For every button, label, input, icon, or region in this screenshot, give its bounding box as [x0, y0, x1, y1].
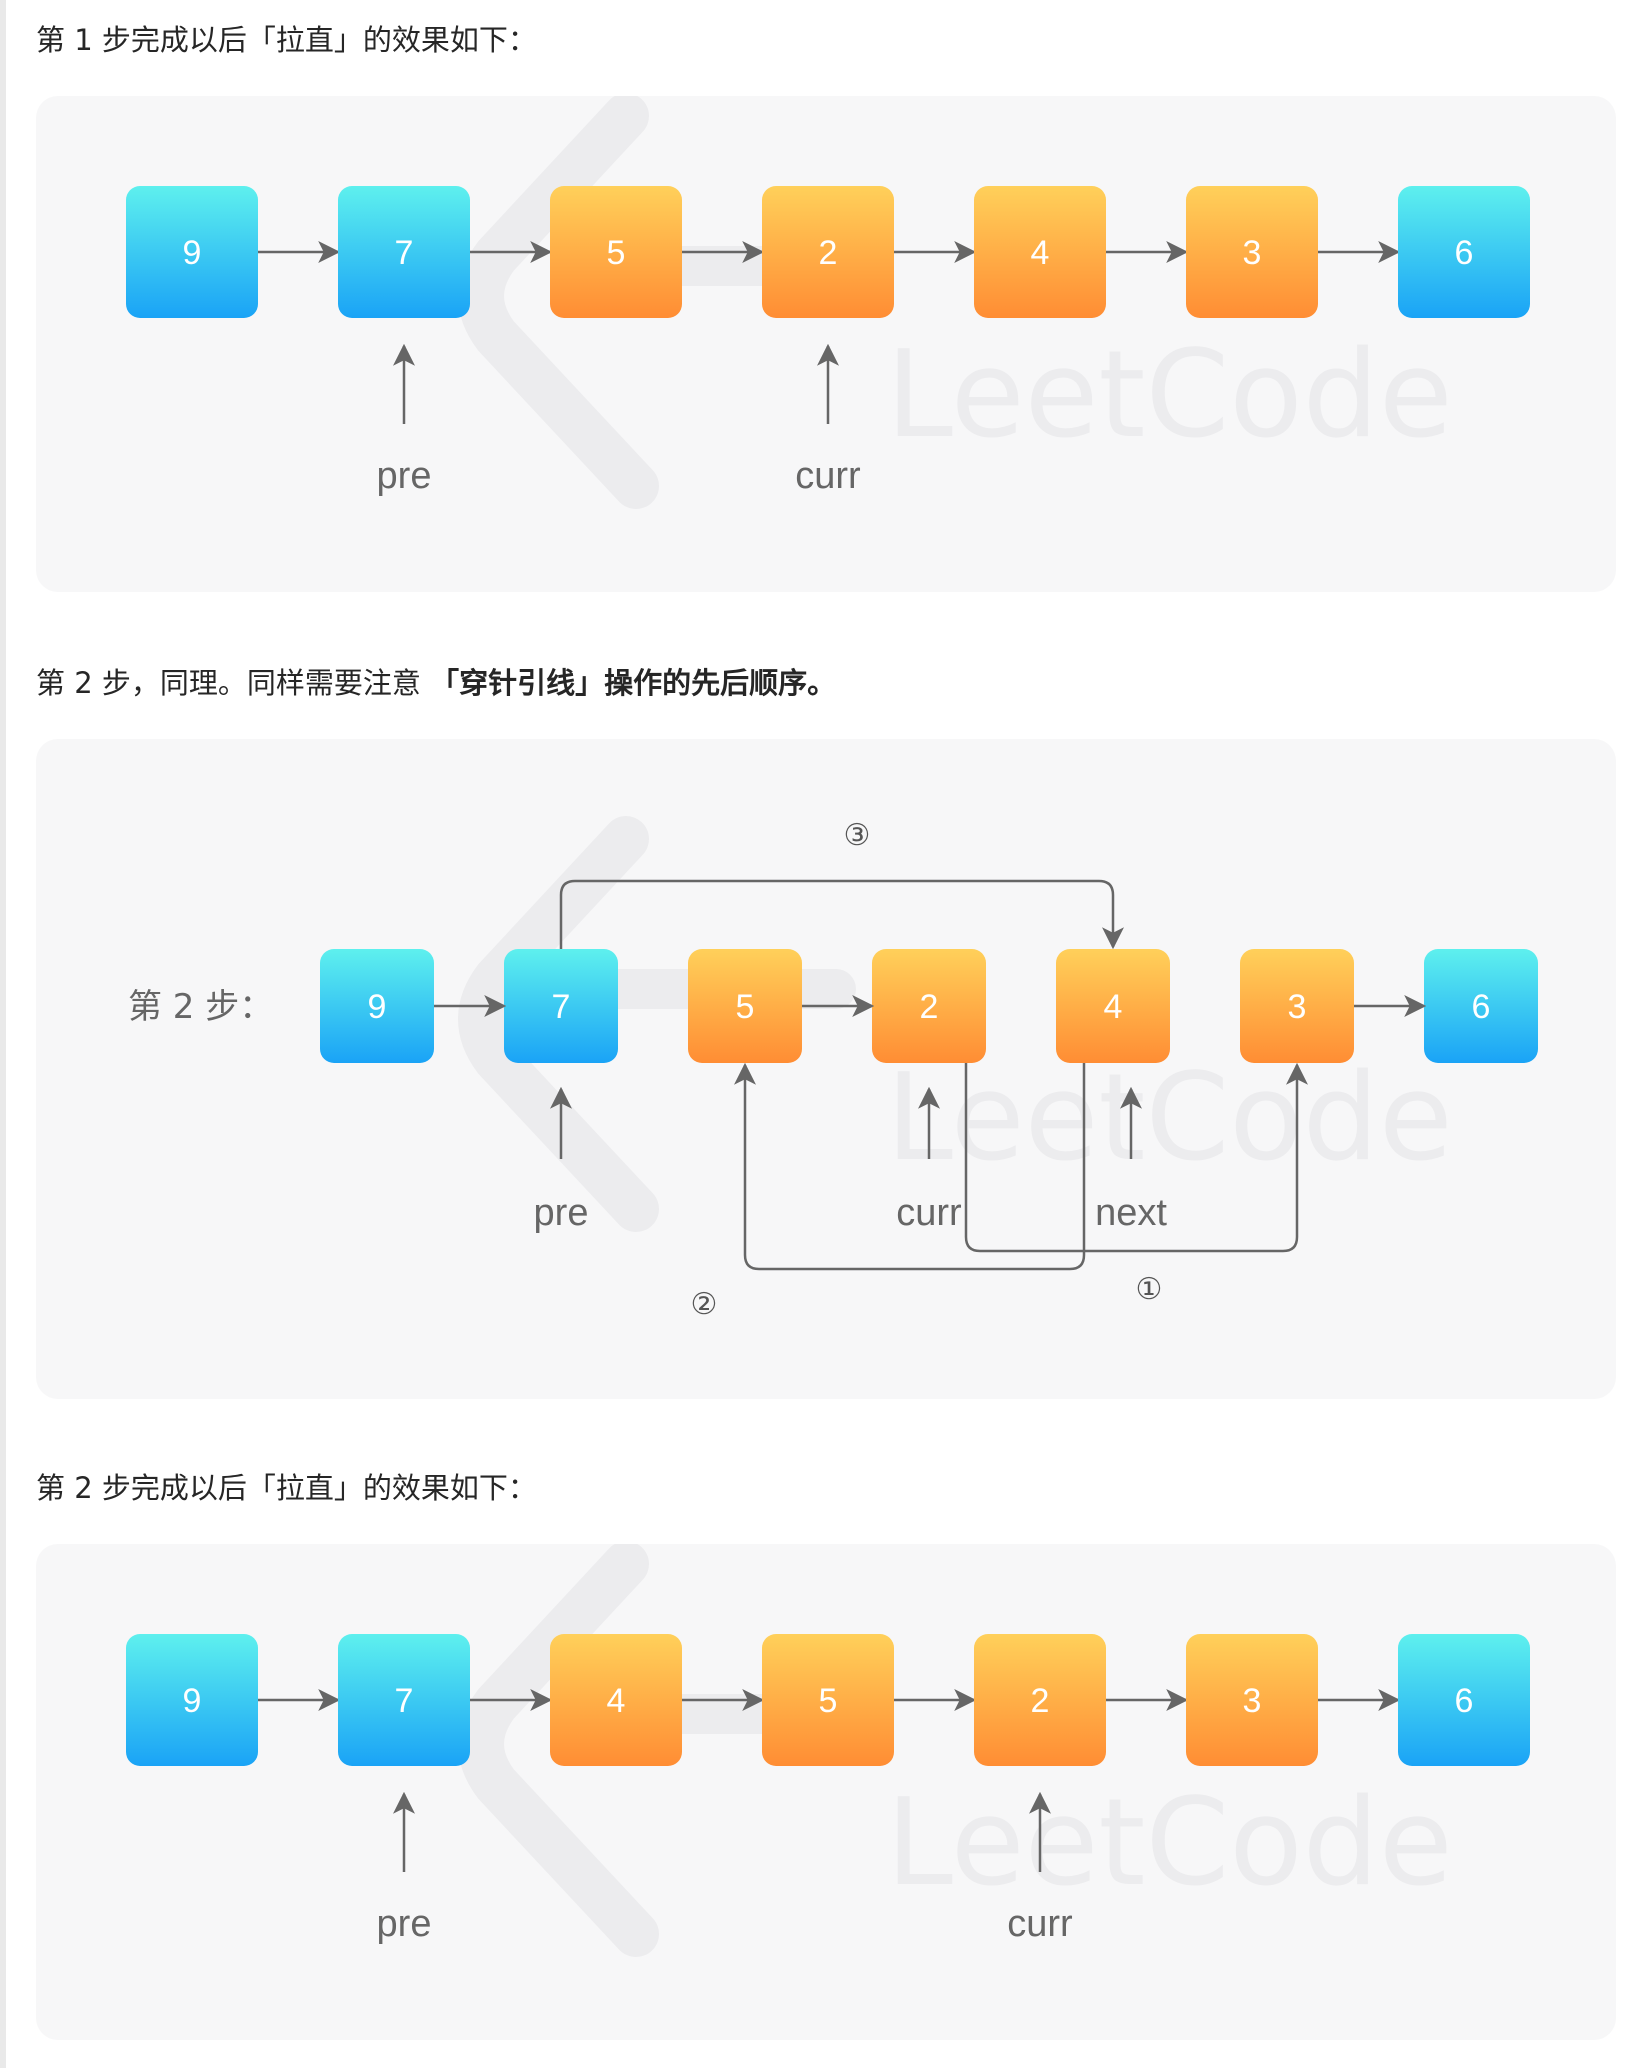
list-node-4: 4 — [550, 1634, 682, 1766]
node-box — [550, 1634, 682, 1766]
watermark-text: LeetCode — [886, 1049, 1453, 1188]
link-arrow-step2 — [734, 1062, 1086, 1271]
list-node-4: 4 — [974, 186, 1106, 318]
node-value: 2 — [1031, 1682, 1050, 1720]
node-value: 6 — [1455, 1682, 1474, 1720]
node-value: 3 — [1288, 988, 1307, 1026]
list-node-3: 3 — [1186, 186, 1318, 318]
node-value: 3 — [1243, 234, 1262, 272]
linked-list-diagram-step2: LeetCode 第 2 步： 9 7 5 2 4 3 6 ③ ② ① pre curr next — [128, 816, 1538, 1322]
pointer-label-curr: curr — [1007, 1903, 1073, 1945]
node-value: 4 — [607, 1682, 626, 1720]
node-value: 7 — [552, 988, 571, 1026]
node-box — [1186, 186, 1318, 318]
list-node-7: 7 — [338, 1634, 470, 1766]
list-node-3: 3 — [1186, 1634, 1318, 1766]
node-box — [1056, 949, 1170, 1063]
node-box — [320, 949, 434, 1063]
list-node-9: 9 — [320, 949, 434, 1063]
list-node-3: 3 — [1240, 949, 1354, 1063]
node-box — [688, 949, 802, 1063]
node-value: 6 — [1472, 988, 1491, 1026]
step-number-2: ② — [691, 1287, 718, 1322]
step-number-1: ① — [1136, 1272, 1163, 1307]
list-node-9: 9 — [126, 1634, 258, 1766]
link-arrow-step1 — [964, 1062, 1308, 1253]
pointer-label-curr: curr — [896, 1192, 962, 1234]
list-node-5: 5 — [762, 1634, 894, 1766]
list-node-2: 2 — [872, 949, 986, 1063]
list-node-5: 5 — [688, 949, 802, 1063]
watermark-text: LeetCode — [886, 326, 1453, 465]
list-node-7: 7 — [338, 186, 470, 318]
node-value: 3 — [1243, 1682, 1262, 1720]
node-box — [550, 186, 682, 318]
node-box — [762, 186, 894, 318]
list-node-4: 4 — [1056, 949, 1170, 1063]
node-box — [1398, 186, 1530, 318]
node-box — [762, 1634, 894, 1766]
list-node-2: 2 — [762, 186, 894, 318]
caption-step2-bold-text: 「穿针引线」操作的先后顺序。 — [430, 666, 837, 700]
linked-list-diagram-step1: LeetCode 9 7 5 2 4 3 6 pre curr — [126, 96, 1530, 509]
node-box — [1240, 949, 1354, 1063]
node-box — [1398, 1634, 1530, 1766]
node-value: 2 — [819, 234, 838, 272]
node-value: 9 — [368, 988, 387, 1026]
node-box — [338, 1634, 470, 1766]
pointer-label-pre: pre — [377, 1903, 432, 1945]
node-box — [504, 949, 618, 1063]
node-value: 9 — [183, 1682, 202, 1720]
node-value: 4 — [1104, 988, 1123, 1026]
node-value: 5 — [607, 234, 626, 272]
caption-step2-intro: 第 2 步，同理。同样需要注意 「穿针引线」操作的先后顺序。 — [36, 663, 836, 703]
node-value: 7 — [395, 234, 414, 272]
caption-step2-intro-text: 第 2 步，同理。同样需要注意 — [36, 666, 431, 700]
diagram-panel-step2: LeetCode 第 2 步： 9 7 5 2 4 3 6 ③ ② ① pre curr next — [36, 739, 1616, 1399]
node-value: 6 — [1455, 234, 1474, 272]
list-node-2: 2 — [974, 1634, 1106, 1766]
pointer-label-curr: curr — [795, 455, 861, 497]
node-box — [974, 1634, 1106, 1766]
caption-step1-after: 第 1 步完成以后「拉直」的效果如下： — [36, 23, 537, 57]
node-box — [974, 186, 1106, 318]
list-node-7: 7 — [504, 949, 618, 1063]
diagram-panel-step3: LeetCode 9 7 4 5 2 3 6 pre curr — [36, 1544, 1616, 2040]
node-box — [872, 949, 986, 1063]
node-box — [1186, 1634, 1318, 1766]
node-box — [1424, 949, 1538, 1063]
node-value: 5 — [736, 988, 755, 1026]
pointer-label-next: next — [1095, 1192, 1167, 1234]
list-node-6: 6 — [1424, 949, 1538, 1063]
list-node-5: 5 — [550, 186, 682, 318]
step-label: 第 2 步： — [128, 987, 273, 1027]
node-value: 4 — [1031, 234, 1050, 272]
node-value: 5 — [819, 1682, 838, 1720]
linked-list-diagram-step3: LeetCode 9 7 4 5 2 3 6 pre curr — [126, 1544, 1530, 1957]
node-value: 2 — [920, 988, 939, 1026]
left-border — [0, 0, 6, 2068]
link-arrow-step3 — [559, 879, 1124, 950]
node-value: 7 — [395, 1682, 414, 1720]
list-node-6: 6 — [1398, 186, 1530, 318]
diagram-panel-step1: LeetCode 9 7 5 2 4 3 6 pre curr — [36, 96, 1616, 592]
caption-step2-after: 第 2 步完成以后「拉直」的效果如下： — [36, 1471, 537, 1505]
step-number-3: ③ — [844, 818, 871, 853]
watermark-text: LeetCode — [886, 1774, 1453, 1913]
node-box — [126, 1634, 258, 1766]
node-box — [338, 186, 470, 318]
pointer-label-pre: pre — [534, 1192, 589, 1234]
pointer-label-pre: pre — [377, 455, 432, 497]
node-value: 9 — [183, 234, 202, 272]
list-node-6: 6 — [1398, 1634, 1530, 1766]
node-box — [126, 186, 258, 318]
list-node-9: 9 — [126, 186, 258, 318]
